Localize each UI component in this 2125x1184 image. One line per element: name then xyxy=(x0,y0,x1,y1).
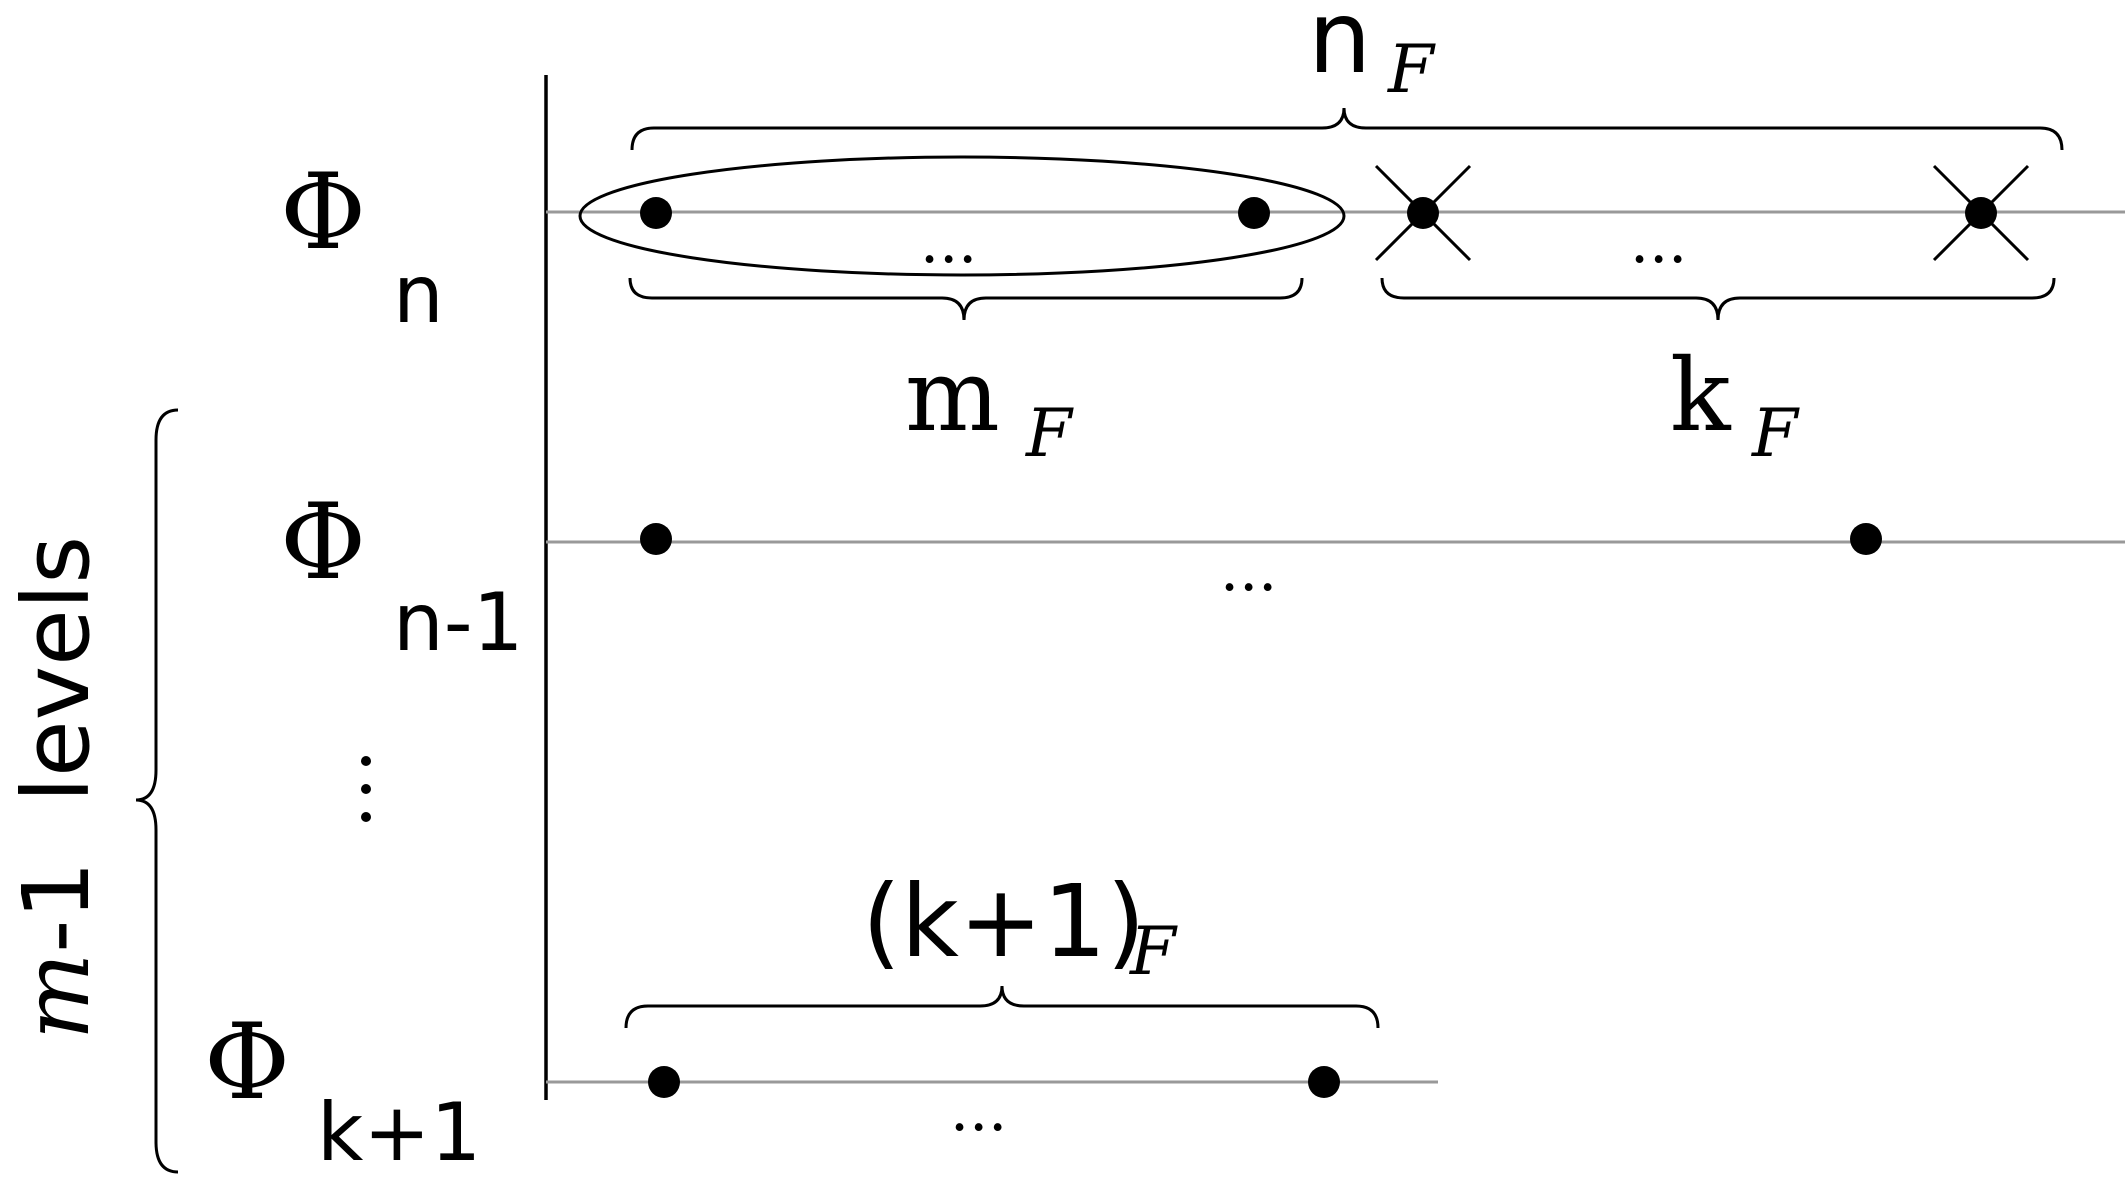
level-label-n-1: Φ n-1 xyxy=(280,481,523,669)
svg-text:(k+1): (k+1) xyxy=(862,863,1145,980)
brace-levels xyxy=(135,408,179,1174)
state-dot xyxy=(640,197,672,229)
label-m-1-levels: m-1 levels xyxy=(3,536,110,1040)
state-dot xyxy=(1238,197,1270,229)
level-subscript: n xyxy=(393,248,444,341)
crossed-state xyxy=(1374,164,1472,262)
svg-text:n: n xyxy=(1308,0,1371,96)
brace-m-f xyxy=(628,277,1304,321)
state-dot xyxy=(1850,523,1882,555)
phi-symbol: Φ xyxy=(280,151,366,273)
label-k1-f: (k+1) F xyxy=(862,863,1178,990)
level-label-k+1: Φ k+1 xyxy=(204,1001,481,1179)
crossed-state xyxy=(1932,164,2030,262)
state-dot xyxy=(1308,1066,1340,1098)
ellipsis-m: ... xyxy=(920,207,977,277)
brace-n-f xyxy=(630,107,2064,151)
brace-k-f xyxy=(1380,277,2056,321)
ellipsis-k+1: ... xyxy=(950,1075,1007,1145)
level-subscript: n-1 xyxy=(393,576,523,669)
phi-symbol: Φ xyxy=(280,481,366,603)
label-n-f: n F xyxy=(1308,0,1436,108)
svg-text:F: F xyxy=(1129,913,1178,990)
svg-text:k: k xyxy=(1670,337,1732,454)
vertical-ellipsis xyxy=(361,756,371,822)
state-dot xyxy=(640,523,672,555)
level-label-n: Φ n xyxy=(280,151,444,341)
svg-text:F: F xyxy=(1025,395,1074,472)
state-dot xyxy=(648,1066,680,1098)
svg-text:m: m xyxy=(905,337,1000,454)
level-subscript: k+1 xyxy=(317,1086,481,1179)
label-m-f: m F xyxy=(905,337,1074,472)
grouping-ellipse xyxy=(578,155,1346,277)
ellipsis-n-1: ... xyxy=(1220,535,1277,605)
brace-k1-f xyxy=(624,985,1380,1029)
svg-text:F: F xyxy=(1751,395,1800,472)
phi-symbol: Φ xyxy=(204,1001,290,1123)
label-k-f: k F xyxy=(1670,337,1800,472)
svg-text:m-1 levels: m-1 levels xyxy=(3,536,110,1040)
svg-text:F: F xyxy=(1387,31,1436,108)
ellipsis-k: ... xyxy=(1630,207,1687,277)
